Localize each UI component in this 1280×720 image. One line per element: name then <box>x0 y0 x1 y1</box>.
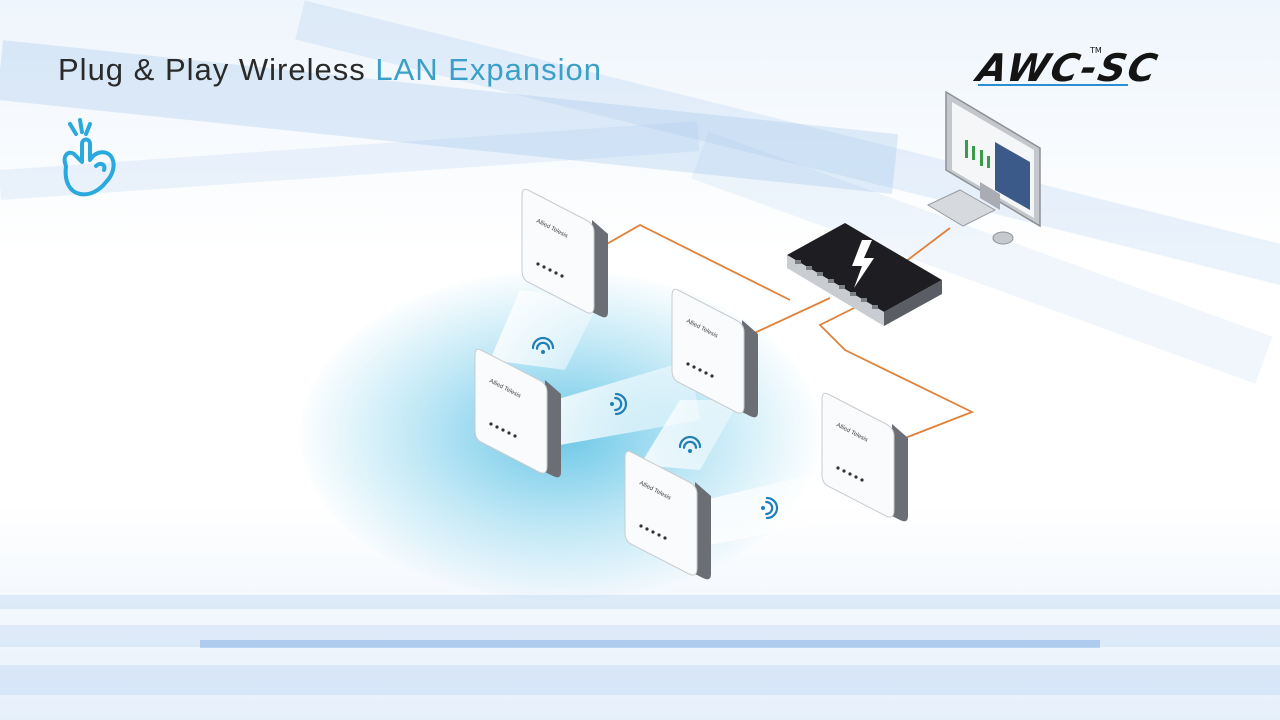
wifi-signal-icon <box>761 496 779 520</box>
title-accent: LAN Expansion <box>375 52 603 87</box>
access-point-3: Allied Telesis <box>671 288 758 418</box>
switch-side <box>884 280 942 326</box>
access-point-led <box>542 265 546 269</box>
wifi-signals <box>531 336 779 520</box>
access-point-led <box>848 472 852 476</box>
access-point-led <box>501 428 505 432</box>
beam-ap3-ap4 <box>640 400 740 470</box>
access-point-side <box>892 424 908 522</box>
beam-ap2-ap3 <box>555 360 700 445</box>
switch-front <box>787 255 884 326</box>
access-point-led <box>536 262 540 266</box>
access-point-led <box>554 271 558 275</box>
access-point-led <box>860 478 864 482</box>
access-point-led <box>686 362 690 366</box>
access-point-led <box>513 434 517 438</box>
cable-ap3-switch <box>749 297 831 336</box>
access-point-led <box>842 469 846 473</box>
page-title: Plug & Play Wireless LAN Expansion <box>58 52 602 88</box>
cable-ap5-switch <box>818 304 975 441</box>
brand-trademark: TM <box>1090 46 1102 55</box>
access-point-face <box>474 348 548 474</box>
access-point-led <box>854 475 858 479</box>
lightning-bolt-icon <box>852 240 874 288</box>
beam-ap4-ap5 <box>705 470 835 545</box>
network-switch <box>787 223 942 326</box>
brand-underline <box>978 84 1128 86</box>
access-point-face <box>521 188 595 314</box>
wifi-signal-icon <box>531 336 555 354</box>
access-point-side <box>545 380 561 478</box>
access-point-led <box>645 527 649 531</box>
finger-snap-icon <box>62 118 116 197</box>
access-point-face <box>671 288 745 414</box>
brand-logo: AWC-SC TM <box>973 46 1218 90</box>
background-streak <box>0 625 1280 647</box>
access-point-1: Allied Telesis <box>521 188 608 318</box>
keyboard <box>926 189 997 227</box>
access-point-led <box>663 536 667 540</box>
access-point-led <box>495 425 499 429</box>
wireless-beams <box>490 290 835 545</box>
wifi-signal-icon <box>678 435 702 453</box>
access-point-5: Allied Telesis <box>821 392 908 522</box>
access-point-led <box>548 268 552 272</box>
screen-map <box>995 142 1030 210</box>
cable-switch-pc <box>904 227 951 263</box>
access-point-led <box>710 374 714 378</box>
access-point-led <box>507 431 511 435</box>
access-point-2: Allied Telesis <box>474 348 561 478</box>
beam-ap1-ap2 <box>490 290 600 370</box>
cable-ap1-switch <box>604 223 791 301</box>
access-point-side <box>695 482 711 580</box>
title-main: Plug & Play Wireless <box>58 52 376 87</box>
access-point-led <box>836 466 840 470</box>
access-point-led <box>489 422 493 426</box>
access-point-led <box>692 365 696 369</box>
access-point-face <box>624 450 698 576</box>
ethernet-cables <box>604 223 975 441</box>
switch-ports <box>795 260 878 309</box>
access-point-led <box>639 524 643 528</box>
background-streak <box>200 640 1100 648</box>
access-point-4: Allied Telesis <box>624 450 711 580</box>
monitor-stand <box>980 182 1000 210</box>
access-point-led <box>560 274 564 278</box>
access-point-side <box>742 320 758 418</box>
screen-charts <box>965 140 990 168</box>
wifi-signal-icon <box>610 392 628 416</box>
access-point-side <box>592 220 608 318</box>
access-point-led <box>698 368 702 372</box>
mouse <box>992 231 1014 245</box>
access-point-led <box>651 530 655 534</box>
access-point-face <box>821 392 895 518</box>
computer <box>926 90 1041 245</box>
access-point-led <box>704 371 708 375</box>
access-point-led <box>657 533 661 537</box>
background-streak <box>0 665 1280 695</box>
